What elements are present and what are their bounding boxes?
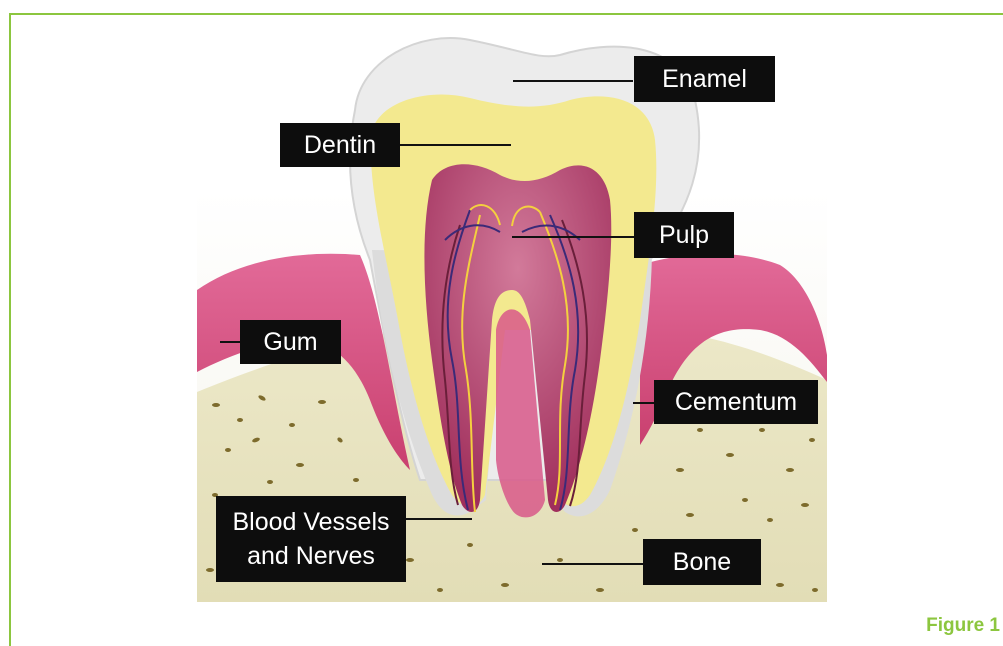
cementum-label: Cementum <box>654 380 818 424</box>
bone-label: Bone <box>643 539 761 585</box>
pulp-leader <box>512 236 634 238</box>
blood-vessels-and-nerves-label: Blood Vessels and Nerves <box>216 496 406 582</box>
bone-leader <box>542 563 644 565</box>
blood-vessels-leader <box>406 518 472 520</box>
pulp-label: Pulp <box>634 212 734 258</box>
figure-caption: Figure 1 <box>926 615 1000 637</box>
enamel-label: Enamel <box>634 56 775 102</box>
gum-label: Gum <box>240 320 341 364</box>
gum-leader <box>220 341 241 343</box>
enamel-leader <box>513 80 633 82</box>
dentin-leader <box>399 144 511 146</box>
blood-vessels-label-line2: and Nerves <box>247 539 375 573</box>
cementum-leader <box>633 402 654 404</box>
dentin-label: Dentin <box>280 123 400 167</box>
blood-vessels-label-line1: Blood Vessels <box>232 505 389 539</box>
